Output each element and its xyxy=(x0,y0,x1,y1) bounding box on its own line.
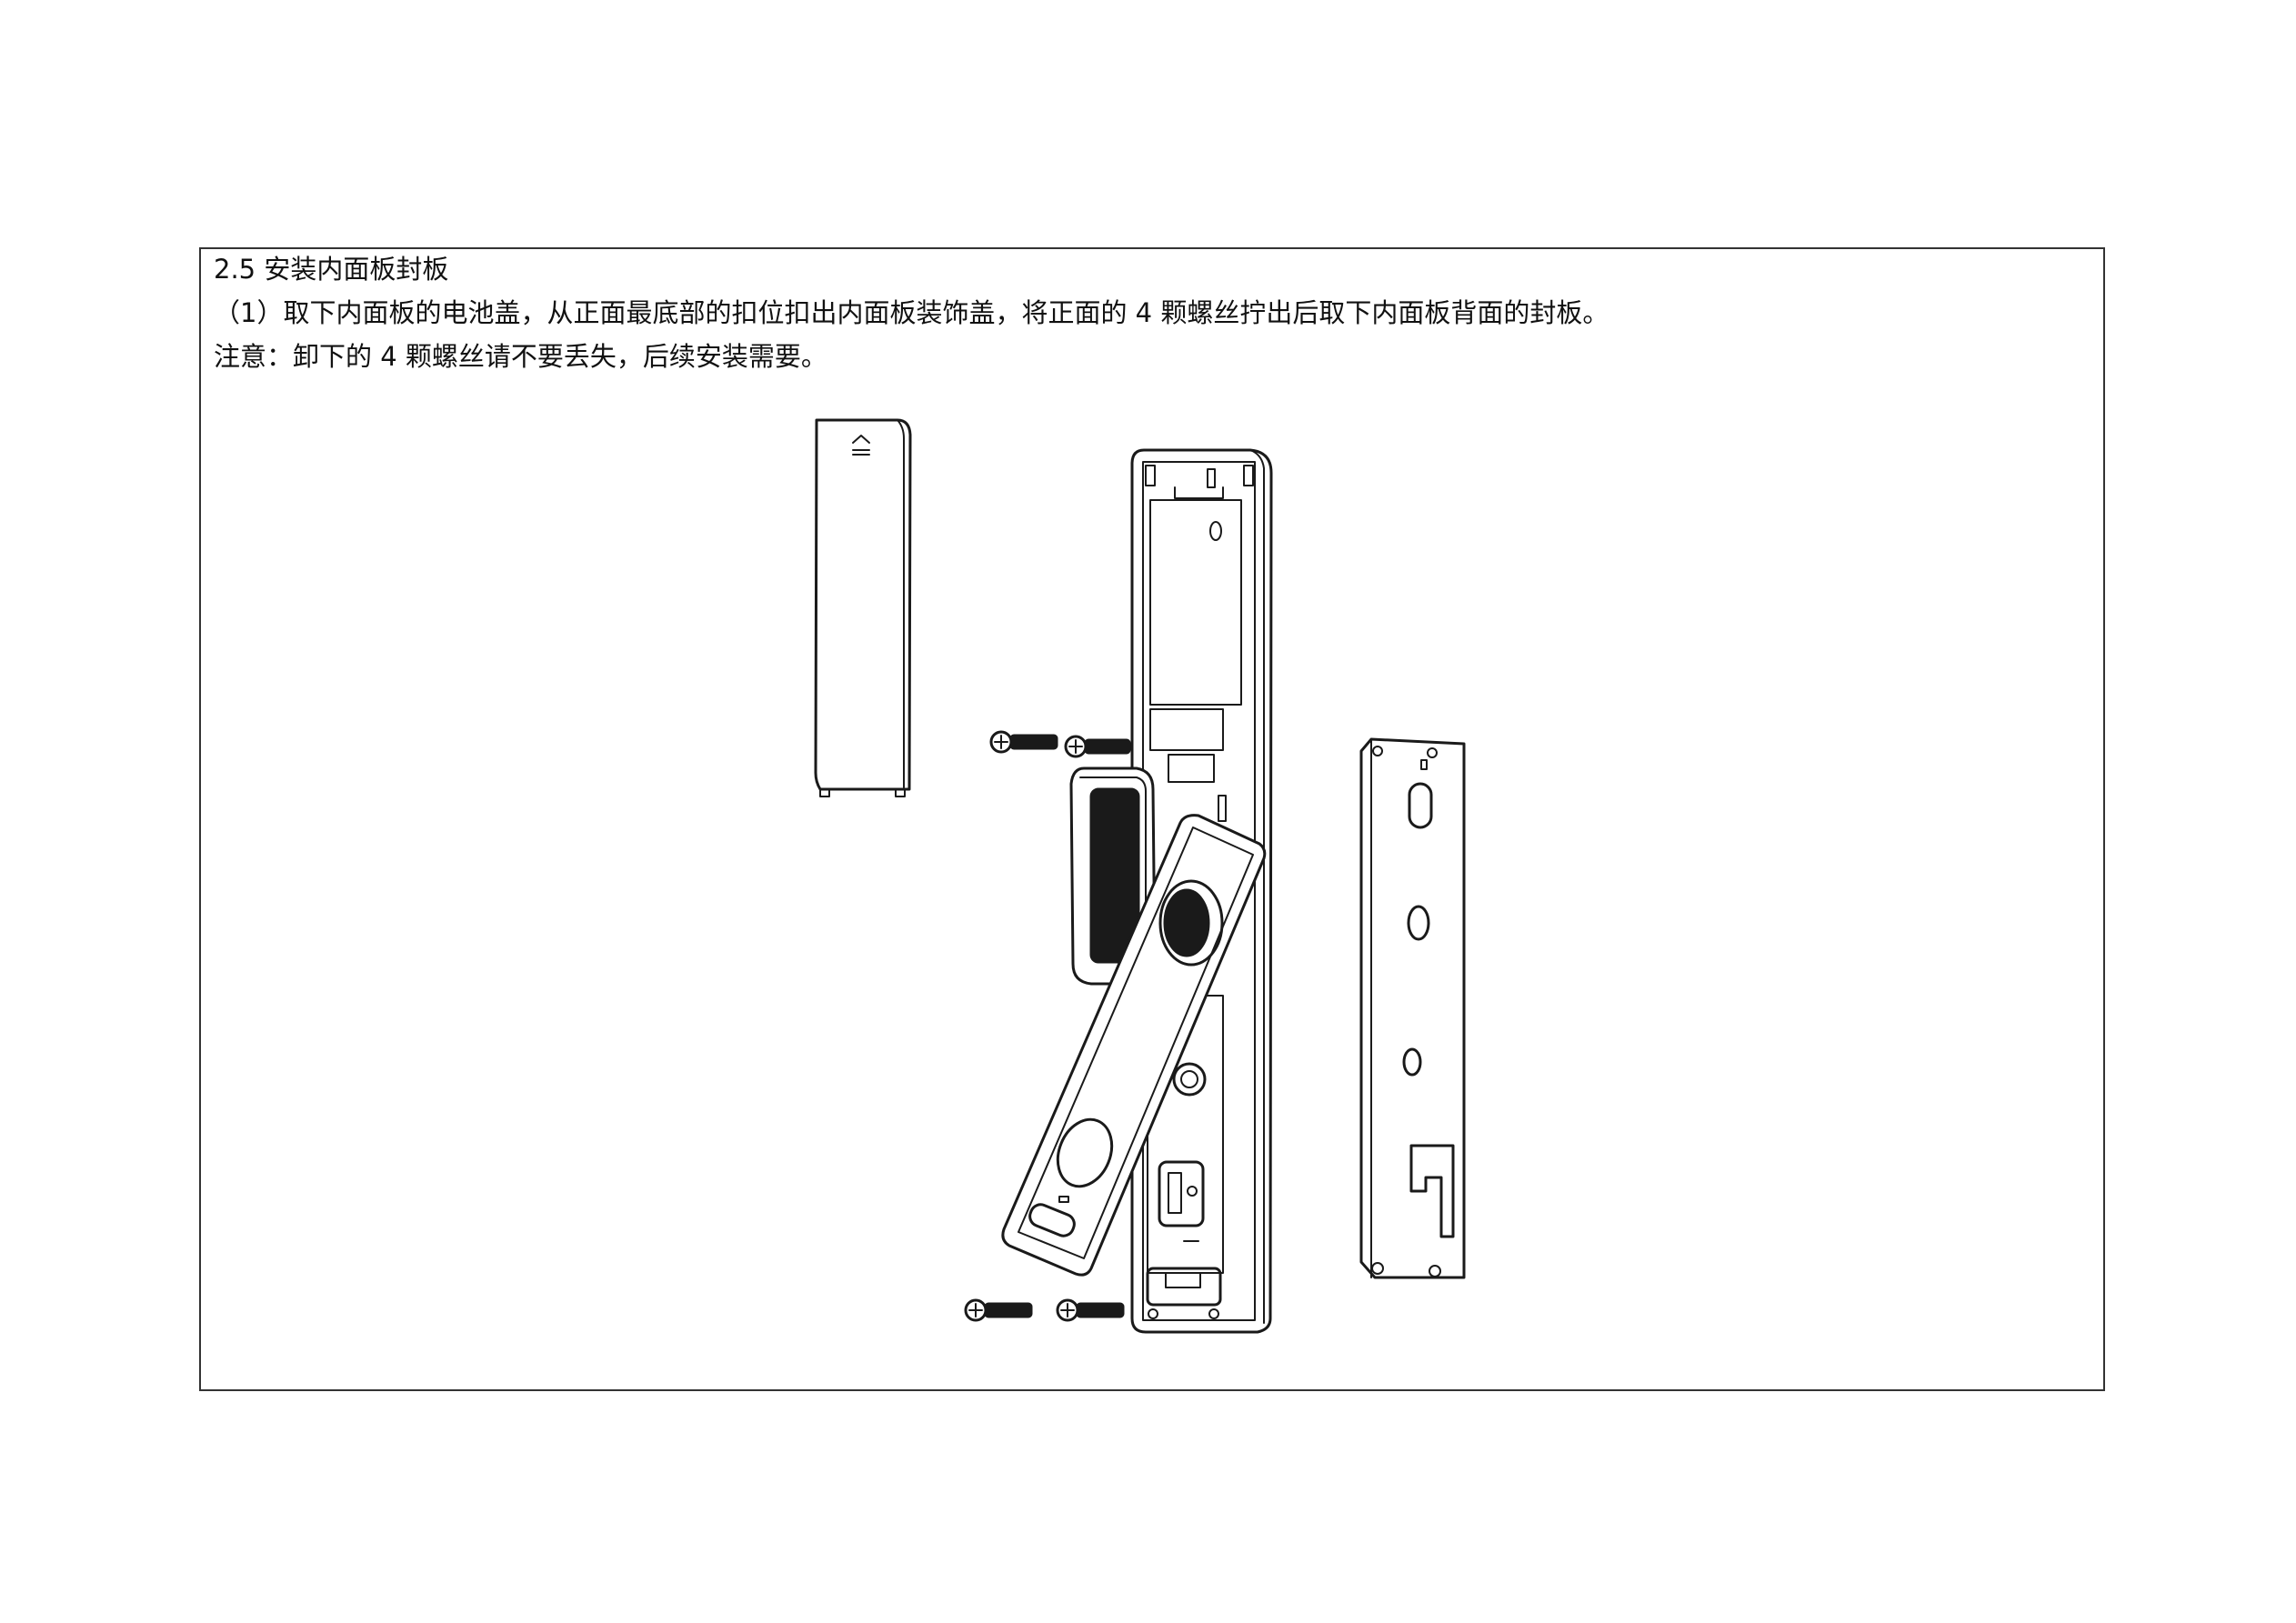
handle-block xyxy=(1069,766,1157,986)
screw-top-left xyxy=(989,730,1058,754)
screw-bottom-left xyxy=(964,1298,1033,1322)
screw-bottom-right xyxy=(1056,1298,1125,1322)
content-frame xyxy=(199,247,2105,1391)
section-heading: 2.5 安装内面板封板 xyxy=(214,254,449,285)
note-text: 注意：卸下的 4 颗螺丝请不要丢失，后续安装需要。 xyxy=(214,341,827,372)
step-1-text: （1）取下内面板的电池盖，从正面最底部的扣位扣出内面板装饰盖，将正面的 4 颗螺… xyxy=(214,297,1609,328)
battery-cover xyxy=(814,418,912,797)
screw-top-right xyxy=(1064,735,1131,758)
decorative-cover xyxy=(1001,814,1267,1277)
back-sealing-plate xyxy=(1359,737,1466,1279)
